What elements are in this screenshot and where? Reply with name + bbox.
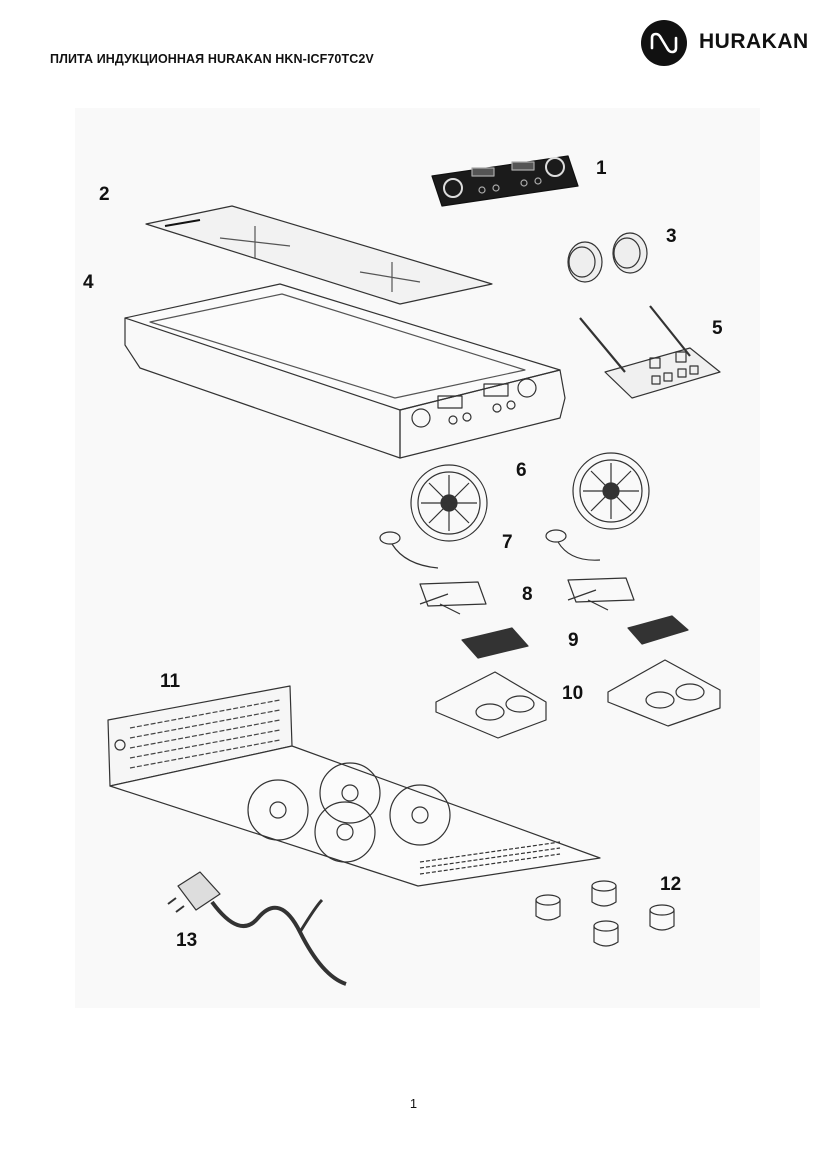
part-feet [535,880,675,947]
part-glass-top [145,205,493,305]
callout-4: 4 [83,272,94,293]
callout-2: 2 [99,184,110,205]
callout-1: 1 [596,158,607,179]
part-fans [410,452,650,542]
callout-10: 10 [562,683,584,704]
part-coil-holders [435,659,721,739]
callout-7: 7 [502,532,513,553]
part-brackets [419,577,635,615]
part-power-boards [461,615,689,659]
callout-13: 13 [176,930,198,951]
part-bottom-plate [107,685,601,887]
part-housing [124,283,566,459]
callout-9: 9 [568,630,579,651]
page-number: 1 [409,1096,418,1111]
part-knobs [567,232,648,283]
callout-11: 11 [160,671,181,692]
brand-logo: HURAKAN [641,20,821,66]
callout-5: 5 [712,318,723,339]
part-power-cord [167,871,347,986]
brand-name: HURAKAN [699,30,809,53]
document-title: ПЛИТА ИНДУКЦИОННАЯ HURAKAN HKN-ICF70TC2V [50,52,374,66]
callout-8: 8 [522,584,533,605]
callout-3: 3 [666,226,677,247]
part-control-panel [431,155,579,207]
callout-12: 12 [660,874,682,895]
part-temperature-sensors [379,529,601,569]
hurakan-logo-icon [641,20,687,66]
callout-6: 6 [516,460,527,481]
part-control-board [579,305,721,399]
